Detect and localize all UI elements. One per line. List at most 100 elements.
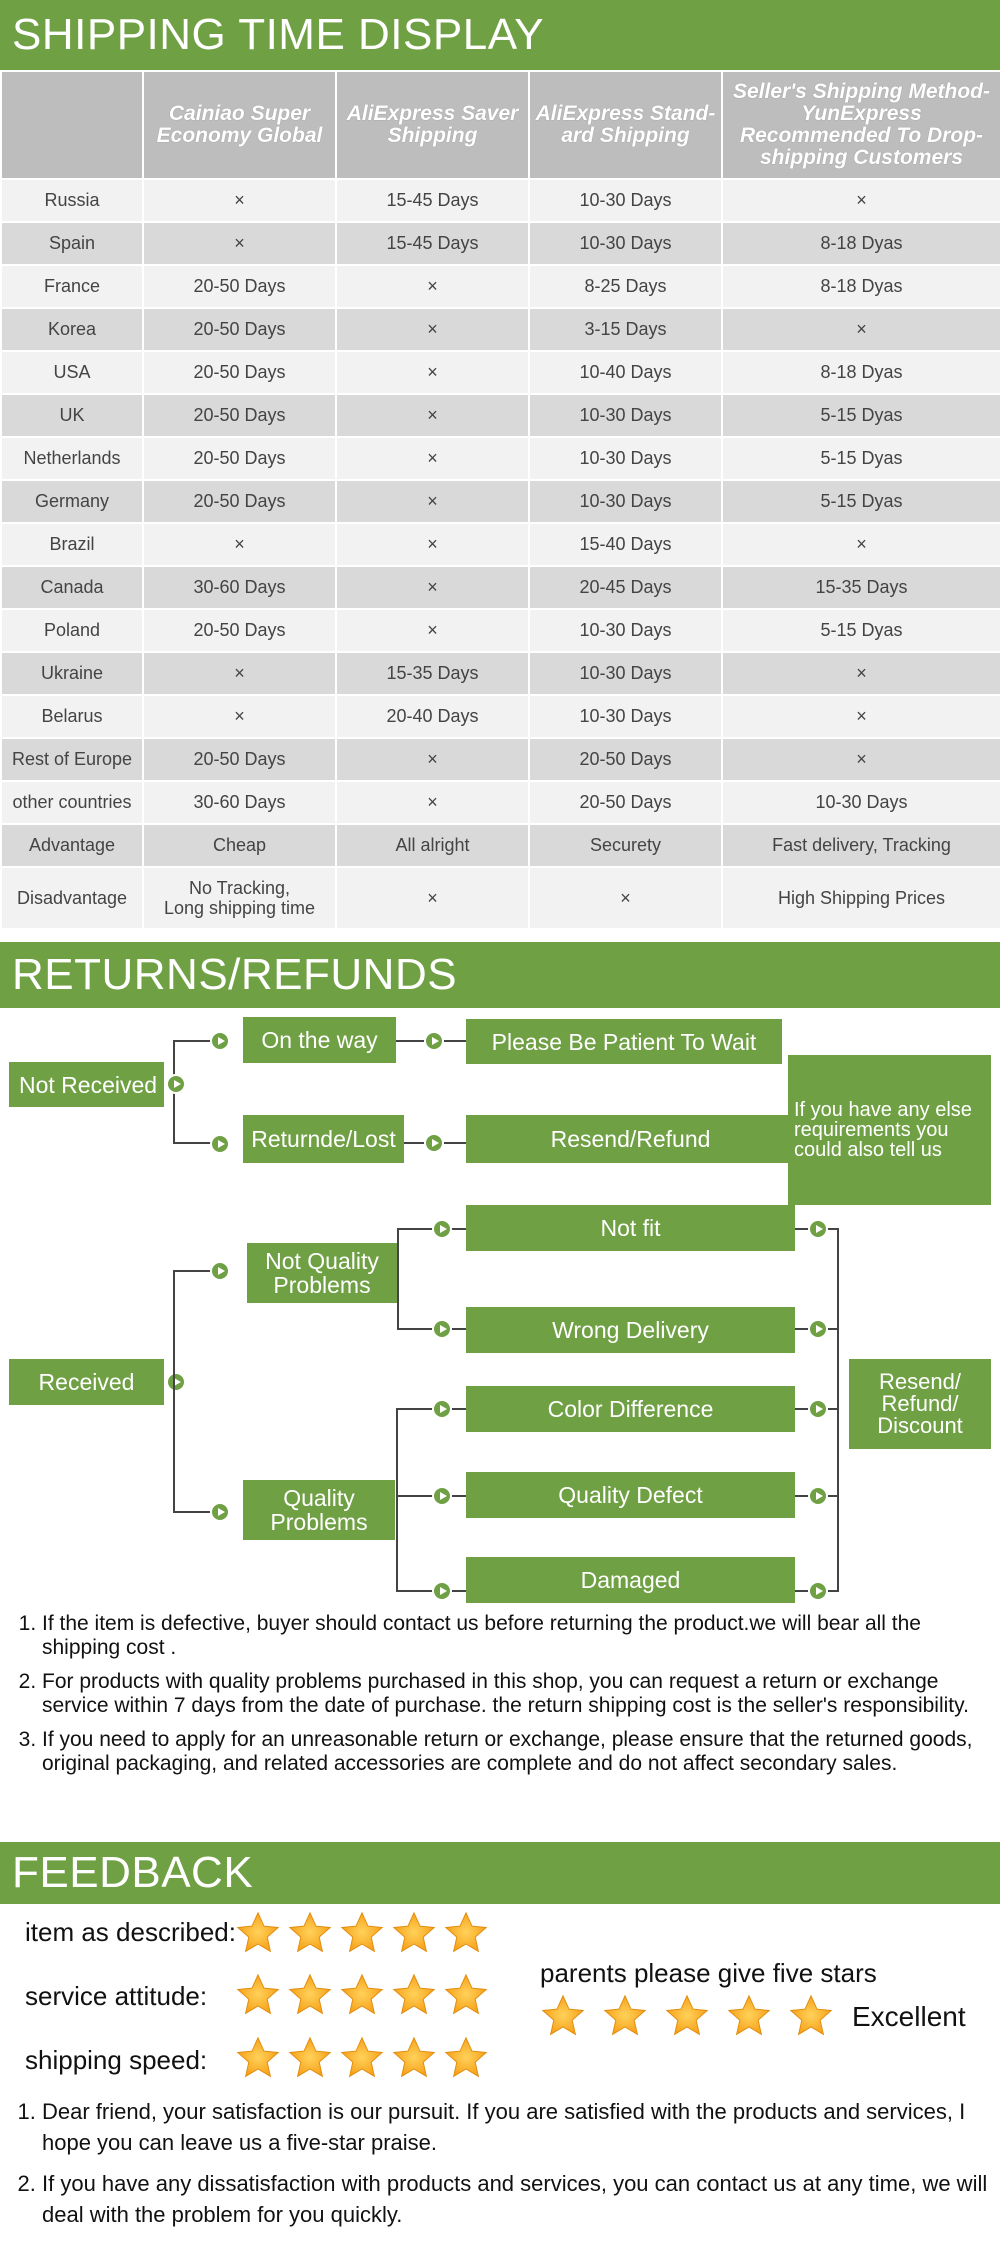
row-label: Advantage (0, 823, 144, 868)
table-cell: 10-30 Days (528, 608, 723, 653)
row-label: Germany (0, 479, 144, 524)
row-label: Spain (0, 221, 144, 266)
table-cell: × (528, 866, 723, 930)
table-cell: 15-35 Days (335, 651, 530, 696)
table-cell: 15-40 Days (528, 522, 723, 567)
star-icon (340, 1911, 384, 1953)
table-cell: 8-18 Dyas (721, 350, 1000, 395)
table-cell: 15-35 Days (721, 565, 1000, 610)
shipping-banner: SHIPPING TIME DISPLAY (0, 0, 1000, 70)
connector (837, 1228, 839, 1590)
table-cell: × (335, 866, 530, 930)
parents-text: parents please give five stars (540, 1958, 877, 1988)
shipping-speed-label: shipping speed: (25, 2045, 208, 2075)
table-cell: 10-30 Days (528, 651, 723, 696)
table-cell: 10-30 Days (721, 780, 1000, 825)
star-icon (236, 1911, 280, 1953)
feedback-notes: Dear friend, your satisfaction is our pu… (0, 2096, 1000, 2240)
table-cell: × (142, 178, 337, 223)
table-cell: × (721, 737, 1000, 782)
arrow-icon (210, 1502, 230, 1522)
quality-box: Quality Problems (243, 1480, 395, 1540)
feedback-title: FEEDBACK (12, 1848, 254, 1897)
star-icon (236, 2036, 280, 2078)
table-cell: 20-50 Days (528, 737, 723, 782)
item-described-label: item as described: (25, 1917, 236, 1947)
excellent-text: Excellent (852, 2001, 966, 2032)
arrow-icon (210, 1031, 230, 1051)
star-icon (392, 2036, 436, 2078)
row-label: other countries (0, 780, 144, 825)
table-cell: 20-50 Days (528, 780, 723, 825)
table-cell: × (335, 307, 530, 352)
quality-defect-box: Quality Defect (466, 1472, 795, 1518)
connector (173, 1040, 213, 1042)
table-cell: 10-30 Days (528, 436, 723, 481)
list-item: If you have any dissatisfaction with pro… (42, 2168, 990, 2230)
table-cell: Fast delivery, Tracking (721, 823, 1000, 868)
table-cell: × (335, 737, 530, 782)
header-cell: Seller's Shipping Method-YunExpress Reco… (721, 70, 1000, 180)
table-cell: × (721, 522, 1000, 567)
table-cell: 10-30 Days (528, 479, 723, 524)
table-cell: × (335, 350, 530, 395)
not-quality-box: Not Quality Problems (247, 1243, 397, 1303)
arrow-icon (166, 1372, 186, 1392)
table-cell: 30-60 Days (142, 565, 337, 610)
table-cell: High Shipping Prices (721, 866, 1000, 930)
arrow-icon (432, 1486, 452, 1506)
table-cell: × (335, 565, 530, 610)
arrow-icon (432, 1219, 452, 1239)
star-icon (789, 1994, 833, 2036)
damaged-box: Damaged (466, 1557, 795, 1603)
table-cell: 10-30 Days (528, 178, 723, 223)
table-cell: 30-60 Days (142, 780, 337, 825)
table-cell: 20-50 Days (142, 608, 337, 653)
arrow-icon (424, 1031, 444, 1051)
table-cell: × (335, 522, 530, 567)
star-icon (444, 1911, 488, 1953)
table-cell: All alright (335, 823, 530, 868)
table-cell: No Tracking,Long shipping time (142, 866, 337, 930)
star-icon (603, 1994, 647, 2036)
star-icon (236, 1973, 280, 2015)
table-cell: × (721, 694, 1000, 739)
returns-flow-diagram: Not Received On the way Please Be Patien… (0, 1005, 1000, 1592)
table-cell: × (335, 608, 530, 653)
connector (173, 1270, 175, 1513)
returned-lost-box: Returnde/Lost (243, 1115, 404, 1163)
not-fit-box: Not fit (466, 1205, 795, 1251)
row-label: Belarus (0, 694, 144, 739)
returns-banner: RETURNS/REFUNDS (0, 942, 1000, 1008)
table-cell: 20-50 Days (142, 393, 337, 438)
star-icon (288, 1911, 332, 1953)
row-label: Korea (0, 307, 144, 352)
not-received-box: Not Received (9, 1062, 164, 1107)
star-icon (392, 1973, 436, 2015)
patient-box: Please Be Patient To Wait (466, 1019, 782, 1064)
table-cell: 8-18 Dyas (721, 264, 1000, 309)
resend-refund-box: Resend/Refund (466, 1115, 795, 1163)
header-cell: AliExpress Stand-ard Shipping (528, 70, 723, 180)
arrow-icon (808, 1581, 828, 1601)
table-cell: 8-18 Dyas (721, 221, 1000, 266)
table-cell: × (721, 307, 1000, 352)
service-attitude-label: service attitude: (25, 1981, 208, 2011)
row-label: Disadvantage (0, 866, 144, 930)
table-cell: Securety (528, 823, 723, 868)
table-cell: 15-45 Days (335, 221, 530, 266)
connector (173, 1270, 213, 1272)
arrow-icon (808, 1486, 828, 1506)
